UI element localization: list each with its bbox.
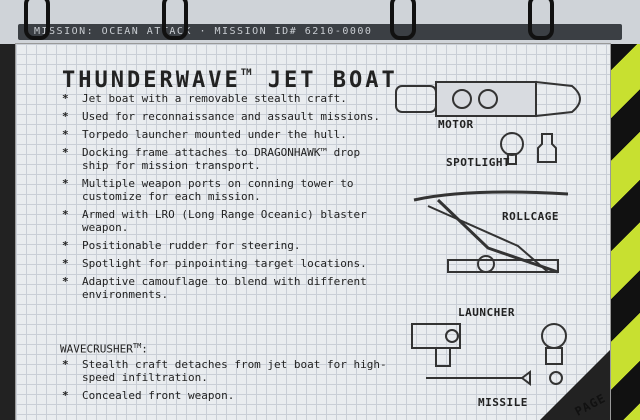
mission-strip-text: MISSION: OCEAN ATTACK · MISSION ID# 6210… [34,26,373,37]
feature-item: Spotlight for pinpointing target locatio… [60,257,380,270]
feature-list: Jet boat with a removable stealth craft.… [60,92,380,306]
feature-item: Used for reconnaissance and assault miss… [60,110,380,123]
feature-item: Armed with LRO (Long Range Oceanic) blas… [60,208,380,234]
subcraft-tm: TM [132,342,142,350]
title-name: THUNDERWAVE [62,68,241,93]
binder-ring-icon [528,0,554,40]
spotlight-label: SPOTLIGHT [446,156,511,169]
rollcage-label: ROLLCAGE [502,210,559,223]
feature-item: Jet boat with a removable stealth craft. [60,92,380,105]
subcraft-feature-list: Stealth craft detaches from jet boat for… [60,358,400,407]
subcraft-name: WAVECRUSHER [60,342,133,356]
binder-ring-icon [390,0,416,40]
binder-ring-icon [24,0,50,40]
missile-drawing-icon [426,370,563,386]
feature-item: Adaptive camouflage to blend with differ… [60,275,380,301]
feature-item: Multiple weapon ports on conning tower t… [60,177,380,203]
card-corner-cut [540,350,610,420]
subcraft-feature-item: Stealth craft detaches from jet boat for… [60,358,400,384]
launcher-drawing-icon [411,323,567,367]
title-rest: JET BOAT [251,68,398,93]
vehicle-title: THUNDERWAVETM JET BOAT [62,68,398,93]
feature-item: Positionable rudder for steering. [60,239,380,252]
motor-label: MOTOR [438,118,474,131]
spotlight-drawing-icon [500,132,557,165]
feature-item: Docking frame attaches to DRAGONHAWK™ dr… [60,146,380,172]
title-tm: TM [240,68,252,78]
missile-label: MISSILE [478,396,528,409]
launcher-label: LAUNCHER [458,306,515,319]
binder-ring-icon [162,0,188,40]
rollcage-drawing-icon [413,190,569,274]
motor-drawing-icon [395,80,581,118]
subcraft-suffix: : [141,342,148,356]
subcraft-feature-item: Concealed front weapon. [60,389,400,402]
subcraft-heading: WAVECRUSHERTM: [60,342,148,356]
feature-item: Torpedo launcher mounted under the hull. [60,128,380,141]
